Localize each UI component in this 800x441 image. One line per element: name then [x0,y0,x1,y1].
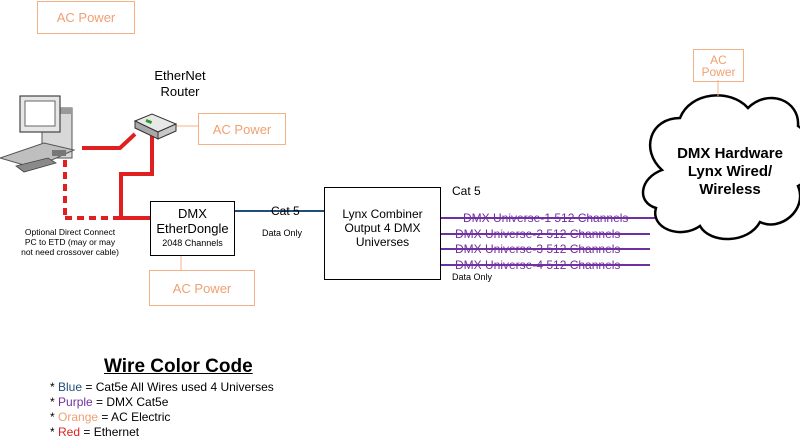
ethernet-router-icon [133,113,178,140]
optional-direct-connect-note: Optional Direct Connect PC to ETD (may o… [21,227,119,257]
cat5-output-label: Cat 5 [452,184,481,198]
ac-power-router: AC Power [198,113,286,145]
lynx-combiner-box: Lynx Combiner Output 4 DMX Universes [324,187,441,280]
ethernet-wire-router-dongle [119,134,154,220]
pc-computer-icon [0,95,76,173]
dmx-universe-4-label: DMX Universe-4 512 Channels [455,258,621,272]
combiner-text: Lynx Combiner Output 4 DMX Universes [342,206,423,249]
dongle-channels: 2048 Channels [162,238,223,248]
ac-wire-cloud [717,80,719,96]
legend-color-purple: Purple [58,395,93,409]
cat5-link-label: Cat 5 [271,204,300,218]
dmx-universe-2-label: DMX Universe-2 512 Channels [455,227,621,241]
legend-title: Wire Color Code [104,356,253,377]
ac-power-cloud: AC Power [693,49,744,82]
ac-power-top-left: AC Power [37,1,135,34]
ethernet-wire-pc-router [82,132,137,150]
dmx-etherdongle-box: DMX EtherDongle 2048 Channels [150,201,235,256]
legend-item-red: * Red = Ethernet [50,425,140,439]
legend-color-blue: Blue [58,380,83,394]
dmx-universe-1-label: DMX Universe-1 512 Channels [463,211,629,225]
data-only-output-label: Data Only [452,272,493,282]
legend-color-red: Red [58,425,81,439]
dmx-hardware-cloud [641,94,800,241]
data-only-link-label: Data Only [262,228,303,238]
ac-power-dongle: AC Power [149,270,255,306]
legend-item-orange: * Orange = AC Electric [50,410,171,424]
router-label: EtherNet Router [154,68,206,99]
legend-item-purple: * Purple = DMX Cat5e [50,395,169,409]
dmx-universe-3-label: DMX Universe-3 512 Channels [455,242,621,256]
cloud-text: DMX Hardware Lynx Wired/ Wireless [677,145,783,198]
legend-color-orange: Orange [58,410,99,424]
dongle-title: DMX EtherDongle [156,206,229,236]
legend-item-blue: * Blue = Cat5e All Wires used 4 Universe… [50,380,274,394]
